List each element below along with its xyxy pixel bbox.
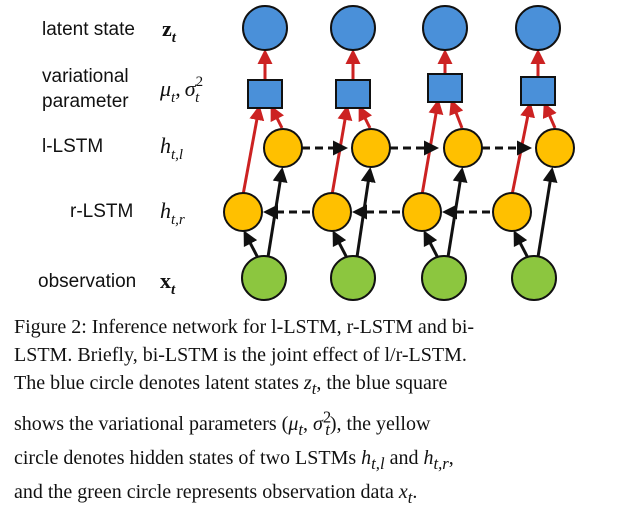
observation-node-2 bbox=[330, 255, 376, 301]
latent-state-symbol: zt bbox=[162, 16, 177, 46]
obs-to-r-lstm-arrow-1 bbox=[243, 230, 260, 259]
observation-node-1 bbox=[241, 255, 287, 301]
l-lstm-symbol: ht,l bbox=[160, 133, 183, 163]
r-lstm-to-param-arrow-2 bbox=[330, 105, 353, 196]
l-lstm-node-2 bbox=[351, 128, 391, 168]
l-lstm-node-1 bbox=[263, 128, 303, 168]
l-lstm-to-param-arrow-1 bbox=[270, 105, 285, 129]
caption-line-4: shows the variational parameters (μt, σ2… bbox=[14, 407, 431, 439]
variational-parameter-nodes bbox=[247, 73, 556, 109]
latent-node-1 bbox=[242, 5, 288, 51]
observation-label: observation bbox=[38, 271, 136, 292]
observation-symbol: xt bbox=[160, 268, 176, 298]
variational-label-line1: variational bbox=[42, 66, 129, 87]
obs-to-l-lstm-arrow-1 bbox=[266, 167, 288, 258]
variational-label-line2: parameter bbox=[42, 91, 129, 112]
param-node-1 bbox=[247, 79, 283, 109]
l-lstm-node-4 bbox=[535, 128, 575, 168]
obs-to-l-lstm-arrow-2 bbox=[355, 167, 376, 258]
edges bbox=[241, 49, 558, 259]
param-node-2 bbox=[335, 79, 371, 109]
l-lstm-to-param-arrow-2 bbox=[358, 105, 373, 129]
obs-to-l-lstm-arrow-4 bbox=[536, 167, 558, 258]
latent-state-nodes bbox=[242, 5, 561, 51]
obs-to-l-lstm-arrow-3 bbox=[446, 167, 468, 258]
observation-nodes bbox=[241, 255, 557, 301]
l-lstm-to-param-arrow-4 bbox=[542, 102, 557, 129]
r-lstm-nodes bbox=[223, 192, 532, 232]
l-lstm-label: l-LSTM bbox=[42, 136, 103, 157]
r-lstm-label: r-LSTM bbox=[70, 201, 133, 222]
latent-state-label: latent state bbox=[42, 19, 135, 40]
l-lstm-to-param-arrow-3 bbox=[449, 99, 464, 129]
caption-line-3: The blue circle denotes latent states zt… bbox=[14, 372, 448, 398]
l-lstm-nodes bbox=[263, 128, 575, 168]
param-node-3 bbox=[427, 73, 463, 103]
latent-node-4 bbox=[515, 5, 561, 51]
caption-line-2: LSTM. Briefly, bi-LSTM is the joint effe… bbox=[14, 344, 467, 366]
r-lstm-node-4 bbox=[492, 192, 532, 232]
figure-caption: Figure 2: Inference network for l-LSTM, … bbox=[14, 313, 610, 512]
caption-line-6: and the green circle represents observat… bbox=[14, 480, 418, 507]
inference-network-diagram: latent state zt variational parameter μt… bbox=[38, 5, 575, 301]
observation-node-3 bbox=[421, 255, 467, 301]
r-lstm-symbol: ht,r bbox=[160, 198, 185, 228]
obs-to-r-lstm-arrow-4 bbox=[513, 230, 530, 259]
r-lstm-to-param-arrow-1 bbox=[241, 105, 265, 196]
r-lstm-node-3 bbox=[402, 192, 442, 232]
latent-node-3 bbox=[422, 5, 468, 51]
r-lstm-node-1 bbox=[223, 192, 263, 232]
param-node-4 bbox=[520, 76, 556, 106]
latent-node-2 bbox=[330, 5, 376, 51]
r-lstm-node-2 bbox=[312, 192, 352, 232]
observation-node-4 bbox=[511, 255, 557, 301]
caption-line-1: Figure 2: Inference network for l-LSTM, … bbox=[14, 316, 475, 338]
r-lstm-to-param-arrow-4 bbox=[510, 102, 536, 196]
l-lstm-node-3 bbox=[443, 128, 483, 168]
obs-to-r-lstm-arrow-2 bbox=[332, 230, 349, 259]
caption-line-5: circle denotes hidden states of two LSTM… bbox=[14, 446, 454, 473]
obs-to-r-lstm-arrow-3 bbox=[423, 230, 440, 259]
